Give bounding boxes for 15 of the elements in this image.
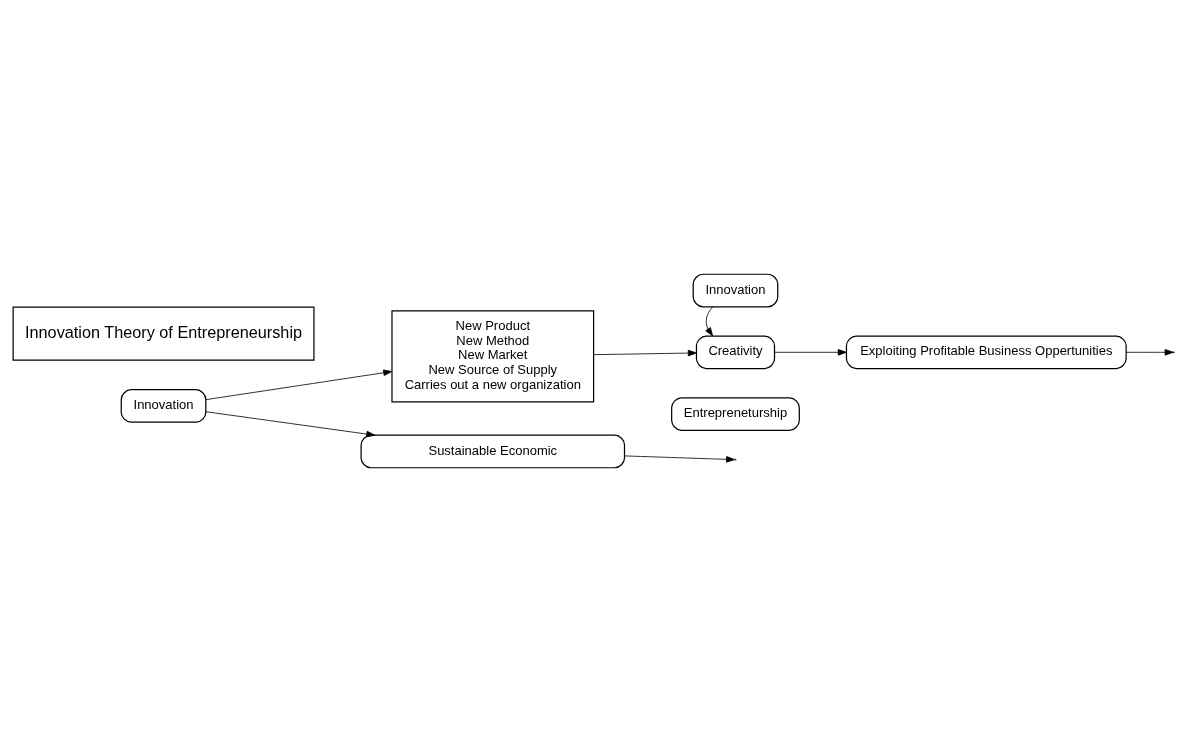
node-box: Creativity <box>695 335 776 370</box>
arrow <box>205 369 393 401</box>
arrow <box>774 349 847 356</box>
arrow <box>705 306 714 337</box>
node-box: Sustainable Economic <box>360 434 626 469</box>
arrow <box>1125 349 1174 356</box>
node-box: Entrepreneturship <box>671 397 800 431</box>
node-box: New Product New Method New Market New Source of Supply Carries out a new organization <box>391 310 595 403</box>
node-box: Innovation <box>692 273 779 308</box>
arrow <box>205 411 376 438</box>
arrow <box>624 455 736 463</box>
node-box: Innovation <box>120 389 207 423</box>
arrow <box>593 349 697 357</box>
node-box: Innovation Theory of Entrepreneurship <box>12 306 315 361</box>
node-box: Exploiting Profitable Business Oppertunities <box>845 335 1127 370</box>
